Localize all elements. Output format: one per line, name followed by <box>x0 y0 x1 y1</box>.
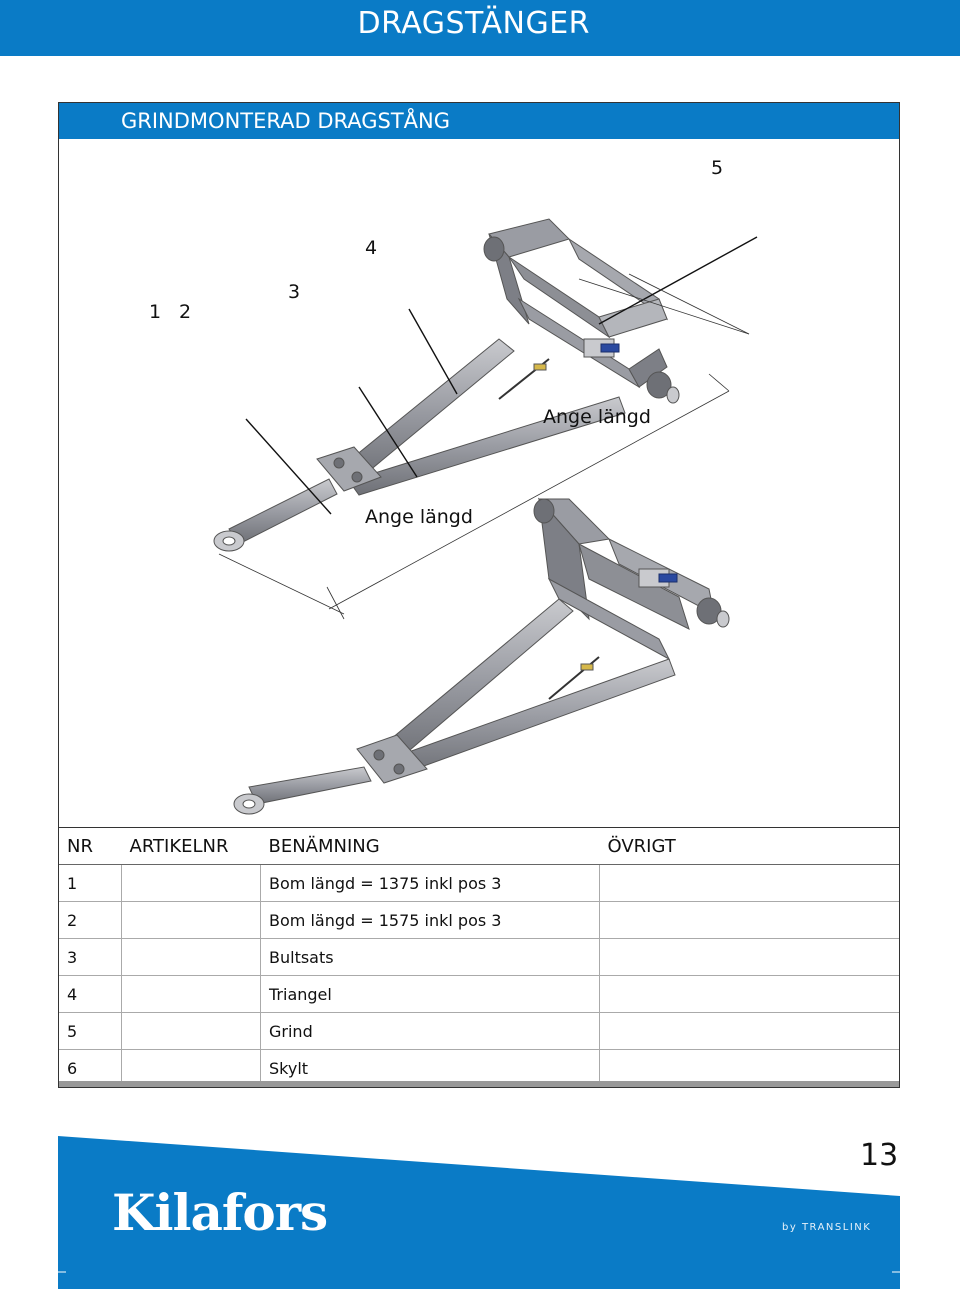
cell-artikelnr <box>121 975 261 1013</box>
footer-band <box>58 1136 900 1289</box>
translink-byline: by TRANSLINK <box>782 1222 872 1233</box>
col-header-benamning: BENÄMNING <box>260 827 600 865</box>
table-row: 2 Bom längd = 1575 inkl pos 3 <box>59 901 899 939</box>
header-bar: DRAGSTÄNGER <box>0 0 960 56</box>
cell-ovrigt <box>599 901 899 939</box>
cell-benamning: Skylt <box>260 1049 600 1087</box>
cell-nr: 2 <box>59 901 122 939</box>
cell-ovrigt <box>599 1012 899 1050</box>
upper-drawbar <box>213 218 680 552</box>
cell-artikelnr <box>121 1012 261 1050</box>
col-header-ovrigt: ÖVRIGT <box>599 827 899 865</box>
col-header-nr: NR <box>59 827 122 865</box>
cell-nr: 6 <box>59 1049 122 1087</box>
cell-nr: 1 <box>59 864 122 902</box>
cell-ovrigt <box>599 975 899 1013</box>
table-row: 1 Bom längd = 1375 inkl pos 3 <box>59 864 899 902</box>
cell-benamning: Triangel <box>260 975 600 1013</box>
callout-3: 3 <box>288 281 301 303</box>
dimension-label-upper: Ange längd <box>543 406 651 428</box>
cell-artikelnr <box>121 864 261 902</box>
cell-nr: 5 <box>59 1012 122 1050</box>
page-number: 13 <box>860 1138 899 1173</box>
cell-nr: 4 <box>59 975 122 1013</box>
content-frame: GRINDMONTERAD DRAGSTÅNG <box>58 102 900 1088</box>
kilafors-logo: Kilafors <box>112 1183 328 1242</box>
section-bar: GRINDMONTERAD DRAGSTÅNG <box>59 103 899 139</box>
section-title: GRINDMONTERAD DRAGSTÅNG <box>121 109 451 133</box>
cell-benamning: Grind <box>260 1012 600 1050</box>
table-row: 5 Grind <box>59 1012 899 1050</box>
table-row: 6 Skylt <box>59 1049 899 1087</box>
lower-drawbar <box>233 497 730 815</box>
table-end-bar <box>59 1081 899 1087</box>
callout-1: 1 <box>149 301 162 323</box>
dimension-label-lower: Ange längd <box>365 506 473 528</box>
cell-nr: 3 <box>59 938 122 976</box>
cell-benamning: Bom längd = 1375 inkl pos 3 <box>260 864 600 902</box>
cell-artikelnr <box>121 901 261 939</box>
table-header-row: NR ARTIKELNR BENÄMNING ÖVRIGT <box>59 827 899 865</box>
cell-benamning: Bom längd = 1575 inkl pos 3 <box>260 901 600 939</box>
parts-table: NR ARTIKELNR BENÄMNING ÖVRIGT 1 Bom läng… <box>59 827 899 1087</box>
cell-artikelnr <box>121 938 261 976</box>
page-title: DRAGSTÄNGER <box>357 6 590 41</box>
table-row: 4 Triangel <box>59 975 899 1013</box>
cell-ovrigt <box>599 1049 899 1087</box>
col-header-artikelnr: ARTIKELNR <box>121 827 261 865</box>
callout-5: 5 <box>711 157 724 179</box>
cell-ovrigt <box>599 938 899 976</box>
callout-2: 2 <box>179 301 192 323</box>
cell-ovrigt <box>599 864 899 902</box>
table-row: 3 Bultsats <box>59 938 899 976</box>
callout-4: 4 <box>365 237 378 259</box>
drawbar-illustration <box>213 218 758 815</box>
cell-benamning: Bultsats <box>260 938 600 976</box>
